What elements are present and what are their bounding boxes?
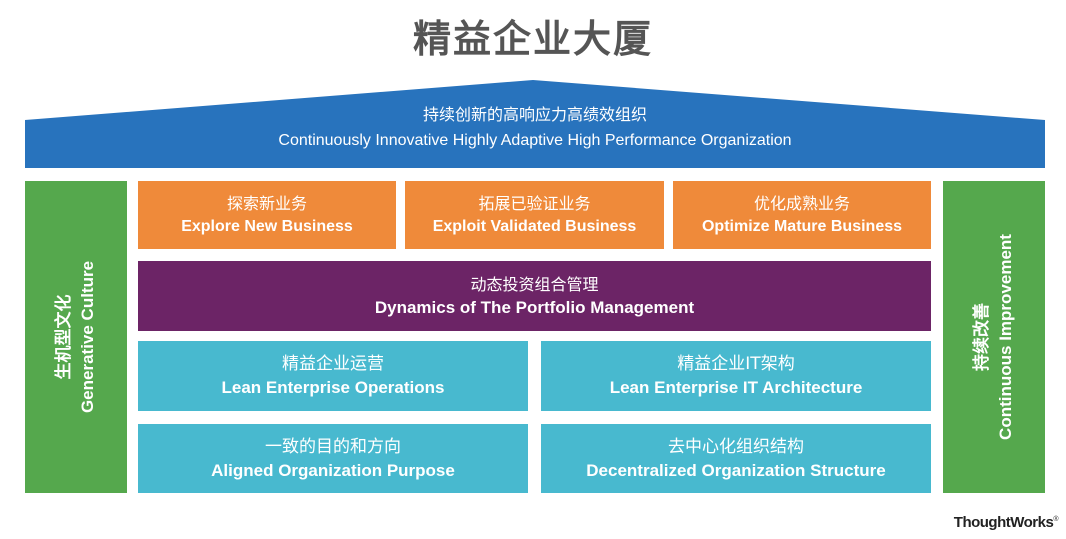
- roof-shape: [25, 80, 1045, 168]
- lean-operations-zh: 精益企业运营: [282, 354, 384, 374]
- left-pillar: 生机型文化 Generative Culture: [25, 181, 127, 493]
- right-pillar-zh: 持续改善: [972, 303, 992, 371]
- aligned-purpose-en: Aligned Organization Purpose: [211, 460, 455, 480]
- decentralized-structure-zh: 去中心化组织结构: [668, 436, 804, 457]
- lean-operations-box: 精益企业运营 Lean Enterprise Operations: [138, 341, 528, 411]
- portfolio-zh: 动态投资组合管理: [470, 275, 599, 294]
- roof-label-en: Continuously Innovative Highly Adaptive …: [278, 132, 792, 149]
- left-pillar-zh: 生机型文化: [54, 294, 75, 380]
- optimize-business-box: 优化成熟业务 Optimize Mature Business: [673, 181, 931, 249]
- aligned-purpose-zh: 一致的目的和方向: [265, 436, 401, 457]
- explore-business-en: Explore New Business: [181, 218, 353, 235]
- lean-it-architecture-box: 精益企业IT架构 Lean Enterprise IT Architecture: [541, 341, 931, 411]
- decentralized-structure-box: 去中心化组织结构 Decentralized Organization Stru…: [541, 424, 931, 493]
- optimize-business-zh: 优化成熟业务: [753, 194, 850, 213]
- optimize-business-en: Optimize Mature Business: [701, 218, 903, 235]
- exploit-business-en: Exploit Validated Business: [432, 218, 637, 235]
- lean-it-architecture-zh: 精益企业IT架构: [677, 354, 795, 374]
- aligned-purpose-box: 一致的目的和方向 Aligned Organization Purpose: [138, 424, 528, 493]
- decentralized-structure-en: Decentralized Organization Structure: [586, 460, 886, 480]
- logo-registered-mark: ®: [1053, 516, 1058, 523]
- portfolio-box: 动态投资组合管理 Dynamics of The Portfolio Manag…: [138, 261, 931, 331]
- left-pillar-en: Generative Culture: [78, 260, 98, 414]
- roof-label-zh: 持续创新的高响应力高绩效组织: [422, 105, 647, 124]
- exploit-business-zh: 拓展已验证业务: [478, 194, 591, 213]
- roof-label: 持续创新的高响应力高绩效组织 Continuously Innovative H…: [25, 102, 1045, 154]
- portfolio-en: Dynamics of The Portfolio Management: [374, 298, 695, 317]
- lean-it-architecture-en: Lean Enterprise IT Architecture: [609, 378, 863, 397]
- right-pillar: 持续改善 Continuous Improvement: [943, 181, 1045, 493]
- lean-operations-en: Lean Enterprise Operations: [221, 378, 445, 397]
- thoughtworks-logo: ThoughtWorks®: [953, 514, 1059, 531]
- right-pillar-en: Continuous Improvement: [996, 234, 1015, 440]
- exploit-business-box: 拓展已验证业务 Exploit Validated Business: [405, 181, 664, 249]
- explore-business-zh: 探索新业务: [226, 194, 307, 213]
- page-title: 精益企业大厦: [412, 17, 653, 61]
- logo-text: ThoughtWorks: [953, 514, 1054, 531]
- explore-business-box: 探索新业务 Explore New Business: [138, 181, 396, 249]
